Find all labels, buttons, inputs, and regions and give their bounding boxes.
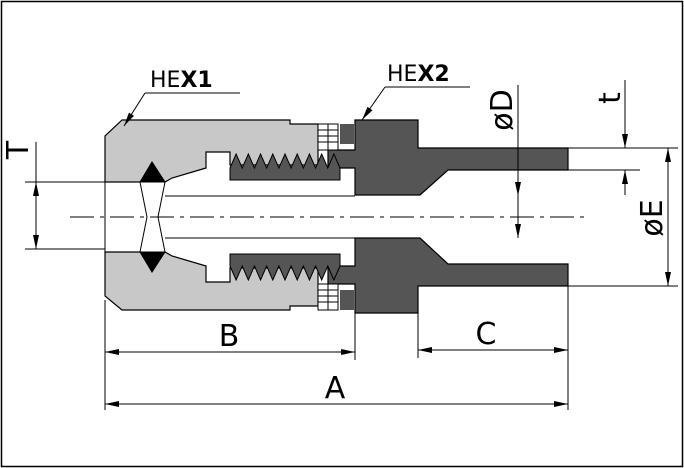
hex2-body-lower [327, 237, 569, 314]
hex2-label: HEX2 [387, 62, 450, 87]
hex1-body-lower [104, 251, 319, 311]
dim-t-label: T [1, 140, 36, 160]
hex2-leader [361, 86, 386, 121]
thread-lower [229, 253, 341, 282]
dim-c-label: C [476, 317, 497, 352]
knurl-upper-block [340, 124, 354, 144]
dim-t2-label: t [593, 92, 628, 104]
dim-d-label: øD [485, 89, 520, 130]
hex1-leader [123, 92, 146, 127]
knurl-lower [317, 283, 354, 311]
hex2-body-upper [327, 119, 569, 196]
knurl-lower-block [340, 290, 354, 310]
dim-a-label: A [325, 371, 346, 406]
hex1-body-upper [104, 119, 319, 183]
thread-upper [229, 152, 341, 181]
dim-b-label: B [219, 319, 240, 354]
knurl-upper [317, 123, 354, 151]
dim-e-label: øE [635, 199, 670, 236]
hex1-label: HEX1 [150, 68, 213, 93]
